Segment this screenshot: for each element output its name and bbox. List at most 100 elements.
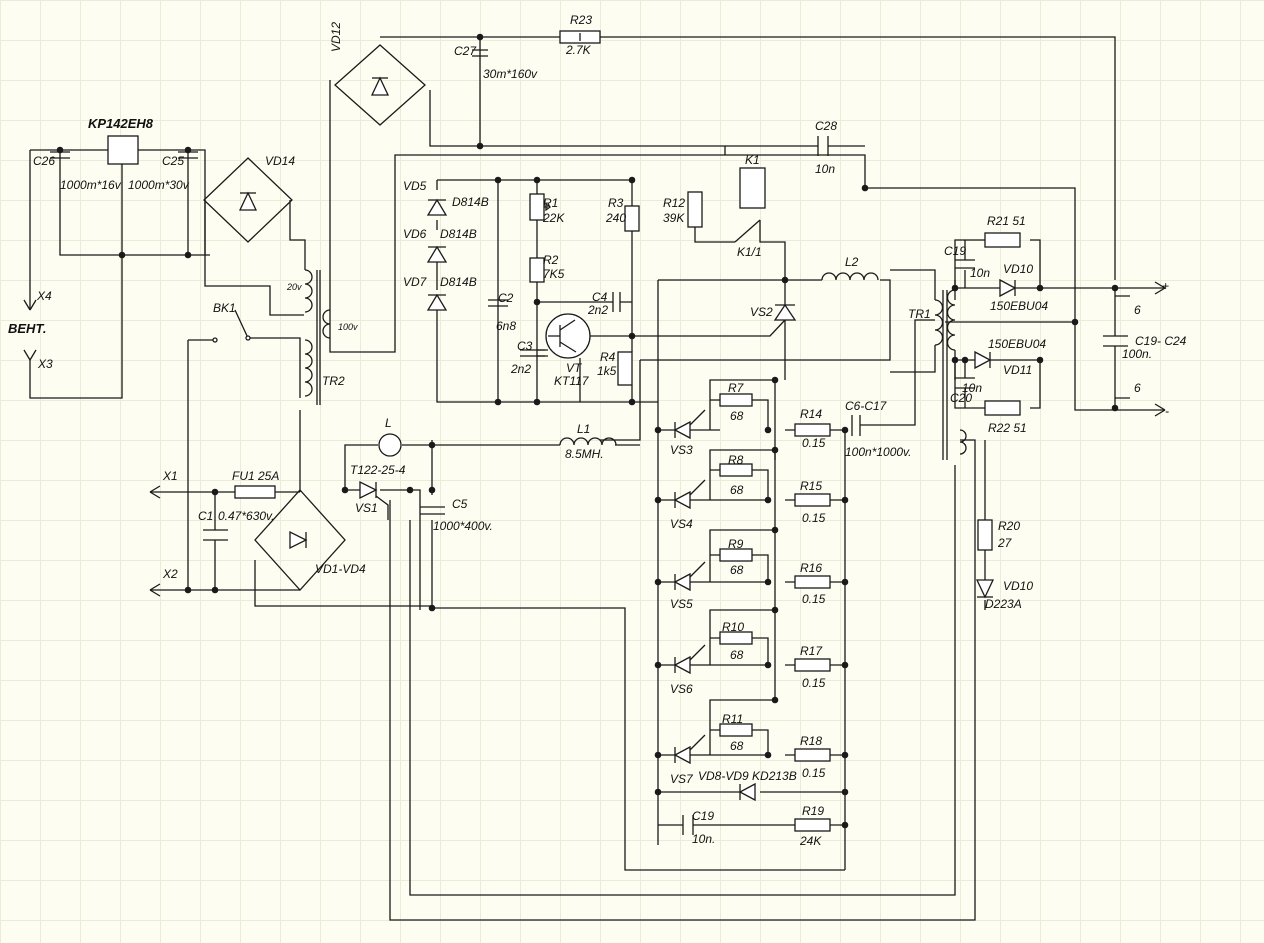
label-r1: R1 xyxy=(543,196,558,210)
label-l1: L1 xyxy=(577,422,590,436)
label-r15-value: 0.15 xyxy=(802,511,826,525)
label-x1: X1 xyxy=(162,469,178,483)
label-c2-value: 6n8 xyxy=(496,319,516,333)
label-t122: T122-25-4 xyxy=(350,463,406,477)
label-r19-value: 24K xyxy=(799,834,822,848)
labels: VD12 R23 2.7K C27 30m*160v KP142EH8 C26 … xyxy=(8,13,1187,848)
label-r11-value: 68 xyxy=(730,739,744,753)
label-r18-value: 0.15 xyxy=(802,766,826,780)
label-r8-value: 68 xyxy=(730,483,744,497)
label-r4: R4 xyxy=(600,350,616,364)
label-c20: C20 xyxy=(950,391,972,405)
label-r20-value: 27 xyxy=(997,536,1013,550)
label-c2: C2 xyxy=(498,291,514,305)
label-c19-top: C19 xyxy=(944,244,966,258)
label-vd11: VD11 xyxy=(1003,363,1032,377)
label-output-minus: - xyxy=(1165,404,1169,418)
label-vd12: VD12 xyxy=(329,22,343,52)
label-c26-value: 1000m*16v xyxy=(60,178,122,192)
label-c25: C25 xyxy=(162,154,184,168)
label-c28: C28 xyxy=(815,119,837,133)
label-r15: R15 xyxy=(800,479,822,493)
label-r16-value: 0.15 xyxy=(802,592,826,606)
label-x2: X2 xyxy=(162,567,178,581)
label-r9: R9 xyxy=(728,537,744,551)
junction-dots xyxy=(56,33,1119,829)
label-l: L xyxy=(385,416,392,430)
label-l1-value: 8.5MH. xyxy=(565,447,604,461)
label-c5: C5 xyxy=(452,497,468,511)
label-output-plus: + xyxy=(1162,279,1169,293)
label-r12-value: 39K xyxy=(663,211,685,225)
label-c5-value: 1000*400v. xyxy=(433,519,493,533)
inductors xyxy=(304,269,967,460)
label-c25-value: 1000m*30v xyxy=(128,178,190,192)
label-c27: C27 xyxy=(454,44,477,58)
misc-parts xyxy=(23,135,1166,597)
label-c3: C3 xyxy=(517,339,533,353)
label-c19-bottom: C19 xyxy=(692,809,714,823)
capacitors xyxy=(50,49,1128,835)
label-c28-value: 10n xyxy=(815,162,835,176)
label-vd11-type: 150EBU04 xyxy=(988,337,1046,351)
label-c19-top-value: 10n xyxy=(970,266,990,280)
label-r9-value: 68 xyxy=(730,563,744,577)
label-c6-c17-value: 100n*1000v. xyxy=(845,445,912,459)
label-r16: R16 xyxy=(800,561,822,575)
label-c19-c24-value: 100n. xyxy=(1122,347,1152,361)
label-fu1: FU1 25A xyxy=(232,469,279,483)
label-c4-value: 2n2 xyxy=(587,303,608,317)
label-r21: R21 51 xyxy=(987,214,1026,228)
label-r8: R8 xyxy=(728,453,744,467)
label-r23-value: 2.7K xyxy=(565,43,592,57)
label-c27-value: 30m*160v xyxy=(483,67,538,81)
label-vs3: VS3 xyxy=(670,443,693,457)
label-r2: R2 xyxy=(543,253,559,267)
bridge-rectifiers xyxy=(203,44,426,591)
label-bk1: BK1 xyxy=(213,301,236,315)
label-vd10-top: VD10 xyxy=(1003,262,1033,276)
label-r14-value: 0.15 xyxy=(802,436,826,450)
label-x3: X3 xyxy=(37,357,53,371)
label-vd14: VD14 xyxy=(265,154,295,168)
label-vd5-type: D814B xyxy=(452,195,489,209)
label-r12: R12 xyxy=(663,196,685,210)
label-vs4: VS4 xyxy=(670,517,693,531)
label-r17: R17 xyxy=(800,644,823,658)
label-vt: VT xyxy=(566,361,583,375)
label-six-top: 6 xyxy=(1134,303,1141,317)
label-x4: X4 xyxy=(36,289,52,303)
label-r4-value: 1k5 xyxy=(597,364,617,378)
label-c20-value: 10n xyxy=(962,381,982,395)
label-r14: R14 xyxy=(800,407,822,421)
label-vs6: VS6 xyxy=(670,682,693,696)
label-r2-value: 7K5 xyxy=(543,267,565,281)
label-r23: R23 xyxy=(570,13,592,27)
label-vd10-bottom-type: D223A xyxy=(985,597,1022,611)
label-six-bottom: 6 xyxy=(1134,381,1141,395)
resistors xyxy=(234,30,1021,832)
label-vd10-type: 150EBU04 xyxy=(990,299,1048,313)
label-k1: K1 xyxy=(745,153,760,167)
label-c3-value: 2n2 xyxy=(510,362,531,376)
label-r3: R3 xyxy=(608,196,624,210)
label-vd6-type: D814B xyxy=(440,227,477,241)
label-r11: R11 xyxy=(722,712,743,726)
label-c4: C4 xyxy=(592,290,608,304)
label-vent: ВЕНТ. xyxy=(8,321,47,336)
label-r18: R18 xyxy=(800,734,822,748)
label-r7: R7 xyxy=(728,381,745,395)
label-vs7: VS7 xyxy=(670,772,694,786)
label-c26: C26 xyxy=(33,154,55,168)
label-k1-1: K1/1 xyxy=(737,245,762,259)
label-tr2: TR2 xyxy=(322,374,345,388)
label-c6-c17: C6-C17 xyxy=(845,399,888,413)
diodes xyxy=(359,198,1017,802)
label-tr1: TR1 xyxy=(908,307,931,321)
label-vd1-vd4: VD1-VD4 xyxy=(315,562,366,576)
label-vt-type: KT117 xyxy=(554,374,590,388)
label-vd6: VD6 xyxy=(403,227,427,241)
label-vd5: VD5 xyxy=(403,179,427,193)
label-vs5: VS5 xyxy=(670,597,693,611)
label-c19-c24: C19- C24 xyxy=(1135,334,1187,348)
